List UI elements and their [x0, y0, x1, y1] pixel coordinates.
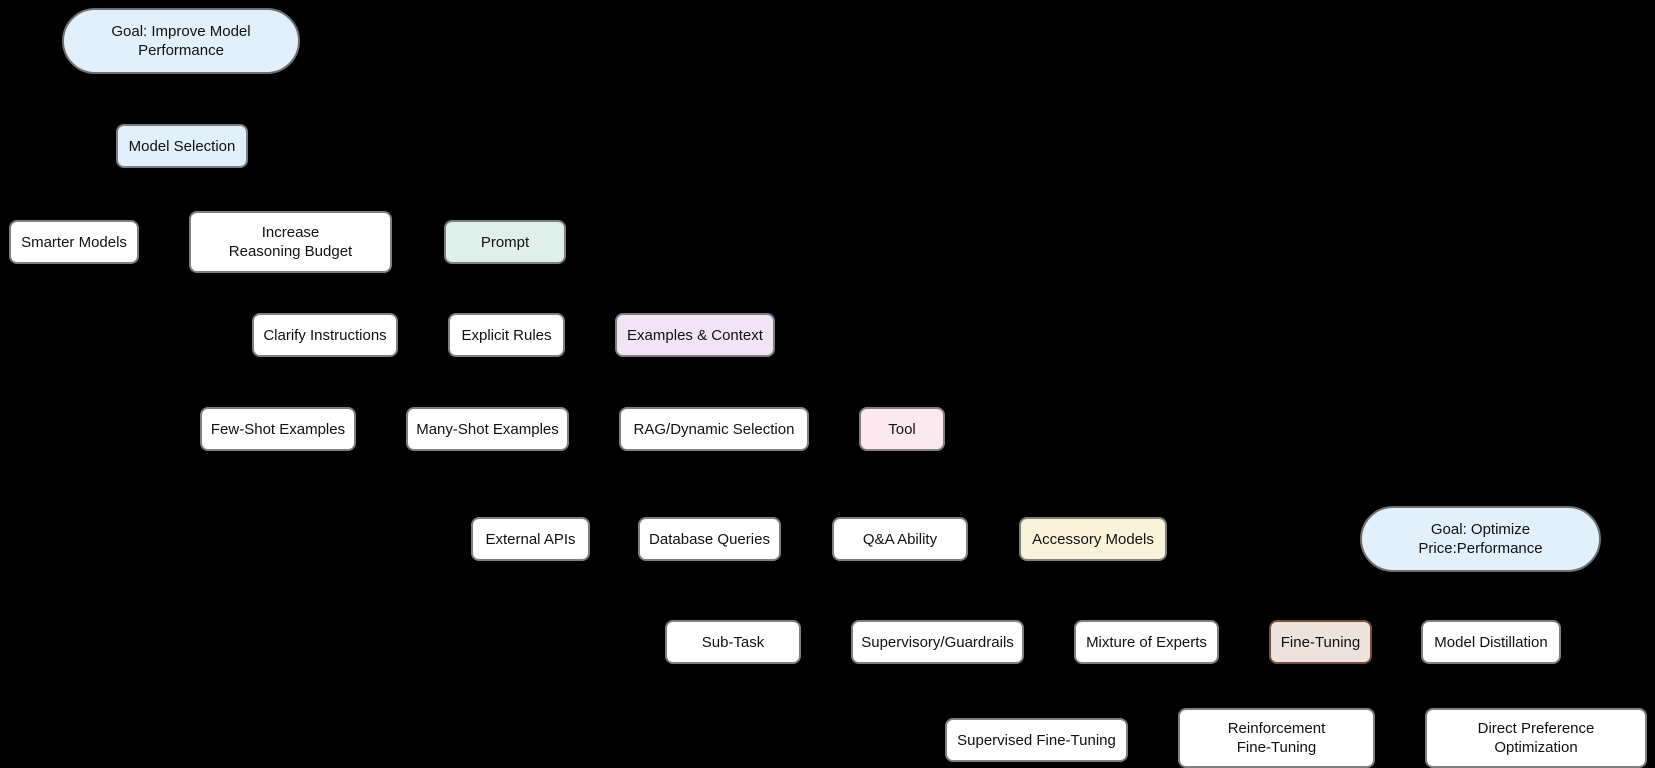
accessory-models-label: Accessory Models	[1032, 530, 1154, 548]
accessory-models: Accessory Models	[1019, 517, 1167, 561]
sub-task-label: Sub-Task	[701, 633, 765, 651]
tool-label: Tool	[888, 420, 916, 438]
explicit-rules-label: Explicit Rules	[461, 326, 552, 344]
qa-ability-label: Q&A Ability	[862, 530, 938, 548]
external-apis: External APIs	[471, 517, 590, 561]
goal-improve-model-performance-label: Goal: Improve Model	[111, 23, 251, 40]
supervisory-guardrails-label: Supervisory/Guardrails	[861, 633, 1014, 651]
rag-dynamic-selection: RAG/Dynamic Selection	[619, 407, 809, 451]
direct-preference-optimization-label: Direct Preference	[1477, 720, 1595, 737]
model-distillation: Model Distillation	[1421, 620, 1561, 664]
external-apis-label: External APIs	[485, 530, 576, 548]
model-distillation-label: Model Distillation	[1434, 633, 1548, 651]
smarter-models-label: Smarter Models	[21, 233, 127, 251]
clarify-instructions: Clarify Instructions	[252, 313, 398, 357]
smarter-models: Smarter Models	[9, 220, 139, 264]
mixture-of-experts: Mixture of Experts	[1074, 620, 1219, 664]
database-queries-label: Database Queries	[649, 530, 770, 548]
increase-reasoning-budget-label: Increase	[261, 224, 320, 241]
prompt: Prompt	[444, 220, 566, 264]
clarify-instructions-label: Clarify Instructions	[263, 326, 387, 344]
model-selection-label: Model Selection	[128, 137, 236, 155]
goal-improve-model-performance-label: Performance	[138, 42, 224, 59]
database-queries: Database Queries	[638, 517, 781, 561]
reinforcement-fine-tuning-label: Fine-Tuning	[1236, 739, 1317, 756]
examples-and-context: Examples & Context	[615, 313, 775, 357]
prompt-label: Prompt	[480, 233, 530, 251]
tool: Tool	[859, 407, 945, 451]
direct-preference-optimization-label: Optimization	[1494, 739, 1578, 756]
examples-and-context-label: Examples & Context	[627, 326, 763, 344]
supervised-fine-tuning-label: Supervised Fine-Tuning	[957, 731, 1116, 749]
increase-reasoning-budget-label: Reasoning Budget	[228, 243, 353, 260]
reinforcement-fine-tuning-label: Reinforcement	[1227, 720, 1326, 737]
goal-optimize-price-performance-label: Price:Performance	[1418, 540, 1543, 557]
rag-dynamic-selection-label: RAG/Dynamic Selection	[633, 420, 795, 438]
sub-task: Sub-Task	[665, 620, 801, 664]
many-shot-examples: Many-Shot Examples	[406, 407, 569, 451]
model-selection: Model Selection	[116, 124, 248, 168]
fine-tuning-label: Fine-Tuning	[1280, 633, 1361, 651]
explicit-rules: Explicit Rules	[448, 313, 565, 357]
goal-optimize-price-performance-label: Goal: Optimize	[1430, 521, 1531, 538]
supervisory-guardrails: Supervisory/Guardrails	[851, 620, 1024, 664]
few-shot-examples: Few-Shot Examples	[200, 407, 356, 451]
many-shot-examples-label: Many-Shot Examples	[416, 420, 559, 438]
fine-tuning: Fine-Tuning	[1269, 620, 1372, 664]
supervised-fine-tuning: Supervised Fine-Tuning	[945, 718, 1128, 762]
mixture-of-experts-label: Mixture of Experts	[1086, 633, 1207, 651]
few-shot-examples-label: Few-Shot Examples	[210, 420, 346, 438]
qa-ability: Q&A Ability	[832, 517, 968, 561]
